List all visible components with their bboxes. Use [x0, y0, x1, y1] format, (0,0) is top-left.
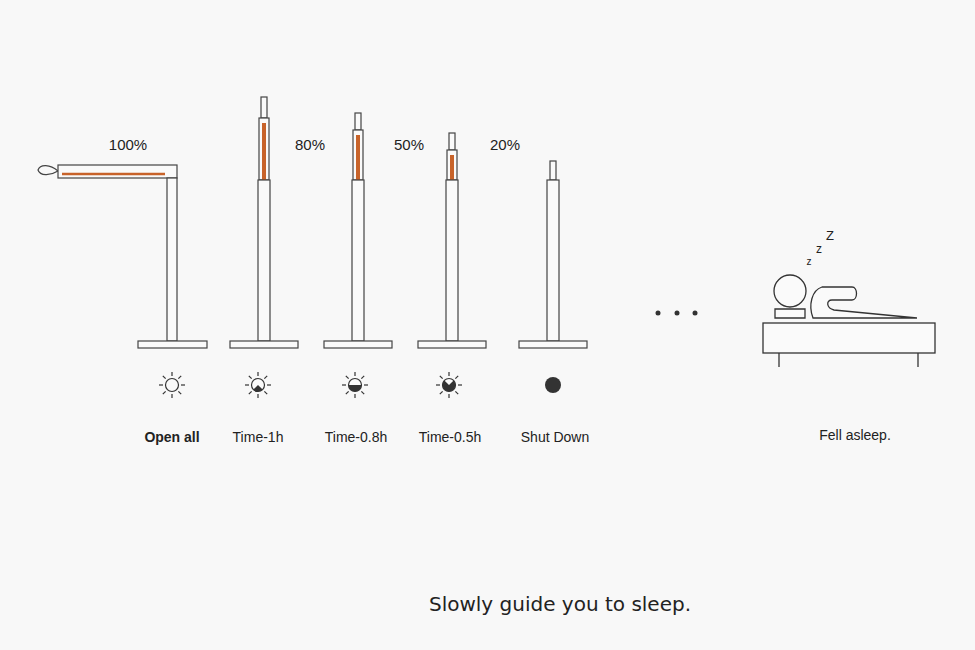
- label: Fell asleep.: [819, 427, 891, 444]
- caption: Slowly guide you to sleep.: [429, 592, 691, 616]
- brightness-icon: [245, 372, 271, 398]
- label: Time-0.5h: [419, 429, 482, 446]
- lamp: [519, 161, 587, 348]
- ellipsis-dots: [656, 311, 698, 316]
- label: 20%: [490, 136, 520, 154]
- lamps: [230, 97, 587, 348]
- label: z: [816, 242, 822, 256]
- brightness-icon: [159, 372, 185, 398]
- lamp: [418, 133, 486, 348]
- label: 100%: [109, 136, 147, 154]
- label: z: [807, 256, 812, 268]
- brightness-icon: [342, 372, 368, 398]
- brightness-icon: [436, 372, 462, 398]
- label: 50%: [394, 136, 424, 154]
- lamp-full: [38, 165, 207, 348]
- label: Shut Down: [521, 429, 589, 446]
- label: 80%: [295, 136, 325, 154]
- label: Time-0.8h: [325, 429, 388, 446]
- label: Z: [826, 228, 834, 244]
- sleeping-person: [763, 275, 935, 367]
- brightness-icon: [545, 377, 561, 393]
- label: Time-1h: [233, 429, 284, 446]
- brightness-icons: [159, 372, 561, 398]
- lamp: [324, 113, 392, 348]
- lamp: [230, 97, 298, 348]
- label: Open all: [144, 429, 199, 446]
